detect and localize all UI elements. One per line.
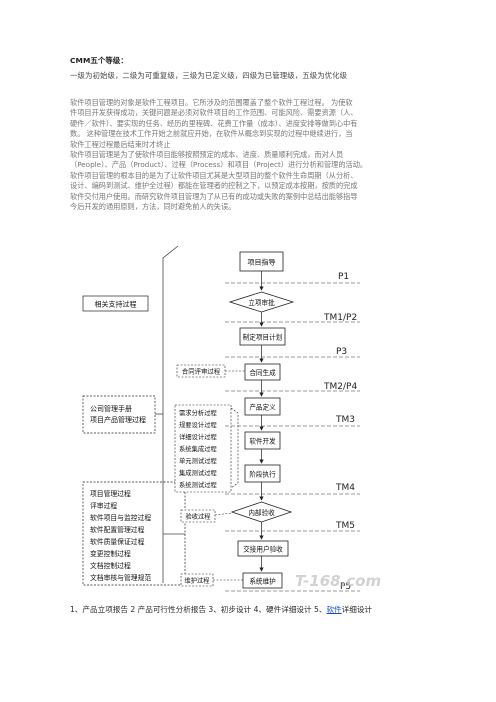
step-label: 立项审批 xyxy=(248,298,275,307)
mid-label: 需求分析过程 xyxy=(179,408,217,417)
paragraph-line: （People）、产品（Product）、过程（Process）和项目（Proj… xyxy=(70,160,368,170)
step-label: 产品定义 xyxy=(249,403,276,412)
mid-label: 集成测试过程 xyxy=(179,468,217,477)
milestone-label: P5 xyxy=(340,582,351,592)
process-flow-diagram: 相关支持过程 公司管理手册 项目产品管理过程 项目管理过程 评审过程 软件项目与… xyxy=(60,238,460,600)
paragraph-line: 数。 这种管理在技术工作开始之前就应开始，在软件从概念到实现的过程中继续进行，当 xyxy=(70,129,353,139)
paragraph-line: 软件项目管理是为了使软件项目能够按照预定的成本、进度、质量顺利完成，而对人员 xyxy=(70,150,344,160)
paragraph-line: 今后开发的通用原则，方法，同时避免前人的失误。 xyxy=(70,202,236,212)
mid-label: 合同评审过程 xyxy=(182,367,221,376)
step-box xyxy=(244,464,281,483)
mid-process-box xyxy=(174,404,232,493)
mid-label-box xyxy=(180,573,214,587)
left-mid-item: 项目产品管理过程 xyxy=(90,415,146,424)
step-box xyxy=(244,397,281,416)
mid-label: 维护过程 xyxy=(184,576,210,585)
left-bottom-box xyxy=(82,481,186,586)
milestone-label: TM3 xyxy=(335,415,355,425)
mid-label: 详细设计过程 xyxy=(179,432,217,441)
mid-label: 规要设计过程 xyxy=(179,420,217,429)
milestone-label: TM4 xyxy=(335,483,355,493)
step-label: 系统维护 xyxy=(249,577,276,586)
diagram-svg: 相关支持过程 公司管理手册 项目产品管理过程 项目管理过程 评审过程 软件项目与… xyxy=(82,245,381,592)
step-label: 项目指导 xyxy=(248,258,276,267)
mid-label-box xyxy=(180,509,216,523)
left-top-box xyxy=(82,295,149,312)
paragraph-line: 设计、编码到测试、维护全过程）都能在管理者的控制之下，以预定成本按期，按质的完成 xyxy=(70,181,358,191)
mid-label: 系统测试过程 xyxy=(179,480,217,489)
left-bottom-item: 项目管理过程 xyxy=(90,489,131,498)
step-label: 制定项目计划 xyxy=(243,333,283,342)
step-label: 阶段执行 xyxy=(249,470,276,479)
step-label: 软件开发 xyxy=(249,437,276,446)
heading: CMM五个等级： xyxy=(70,56,128,65)
left-bottom-item: 软件配置管理过程 xyxy=(90,525,145,534)
paragraph-line: 软件项目管理的根本目的是为了让软件项目尤其是大型项目的整个软件生命周期（从分析、 xyxy=(70,170,358,180)
step-box xyxy=(242,572,283,589)
software-link[interactable]: 软件 xyxy=(326,605,342,614)
left-bottom-item: 软件项目与监控过程 xyxy=(90,513,151,522)
footer-prefix: 1、产品立项报告 2 产品可行性分析报告 3、初步设计 4、硬件详细设计 5、 xyxy=(70,605,327,614)
body-paragraph: 软件项目管理的对象是软件工程项目。它所涉及的范围覆盖了整个软件工程过程。 为使软… xyxy=(70,98,432,212)
left-bottom-item: 评审过程 xyxy=(90,501,117,510)
left-bracket xyxy=(162,245,179,583)
step-box xyxy=(237,540,289,557)
milestone-label: P3 xyxy=(336,347,347,357)
step-label: 内部验收 xyxy=(248,508,275,517)
step-box xyxy=(239,327,286,346)
left-bottom-item: 变更控制过程 xyxy=(90,549,131,558)
left-mid-box xyxy=(82,395,156,434)
paragraph-line: 软件工程过程最后结束时才终止 xyxy=(70,139,171,149)
step-label: 交接用户验收 xyxy=(243,545,283,554)
paragraph-line: 件项目开发获得成功，关键问题是必须对软件项目的工作范围、可能风险、需要资源（人、 xyxy=(70,108,358,118)
left-bottom-item: 软件质量保证过程 xyxy=(90,537,145,546)
left-bottom-item: 文档控制过程 xyxy=(90,561,131,570)
levels-line: 一级为初始级，二级为可重复级，三级为已定义级，四级为已管理级，五级为优化级 xyxy=(70,71,348,80)
footer-suffix: 详细设计 xyxy=(341,605,373,614)
paragraph-line: 软件交付用户使用。而研究软件项目管理为了从已有的成功或失败的案例中总结出能够指导 xyxy=(70,191,358,201)
milestone-label: TM1/P2 xyxy=(323,313,357,323)
milestone-label: TM2/P4 xyxy=(323,382,357,392)
left-top-box-label: 相关支持过程 xyxy=(95,300,137,309)
paragraph-line: 硬件／软件）、要实现的任务、经历的里程碑、花费工作量（成本）、进度安排等做到心中… xyxy=(70,118,358,128)
mid-label: 验收过程 xyxy=(185,512,211,521)
left-bottom-item: 文档审核与管理规范 xyxy=(90,573,151,582)
step-box xyxy=(244,431,281,450)
paragraph-line: 软件项目管理的对象是软件工程项目。它所涉及的范围覆盖了整个软件工程过程。 为使软 xyxy=(70,98,353,107)
step-label: 合同生成 xyxy=(249,368,276,377)
milestone-label: TM5 xyxy=(335,521,355,531)
watermark: T-168.com xyxy=(295,572,381,590)
left-mid-item: 公司管理手册 xyxy=(90,404,132,413)
milestone-label: P1 xyxy=(338,272,349,282)
mid-label: 单元测试过程 xyxy=(179,456,217,465)
footer-line: 1、产品立项报告 2 产品可行性分析报告 3、初步设计 4、硬件详细设计 5、软… xyxy=(70,604,372,615)
step-box xyxy=(244,363,281,381)
mid-label: 系统集成过程 xyxy=(179,444,217,453)
